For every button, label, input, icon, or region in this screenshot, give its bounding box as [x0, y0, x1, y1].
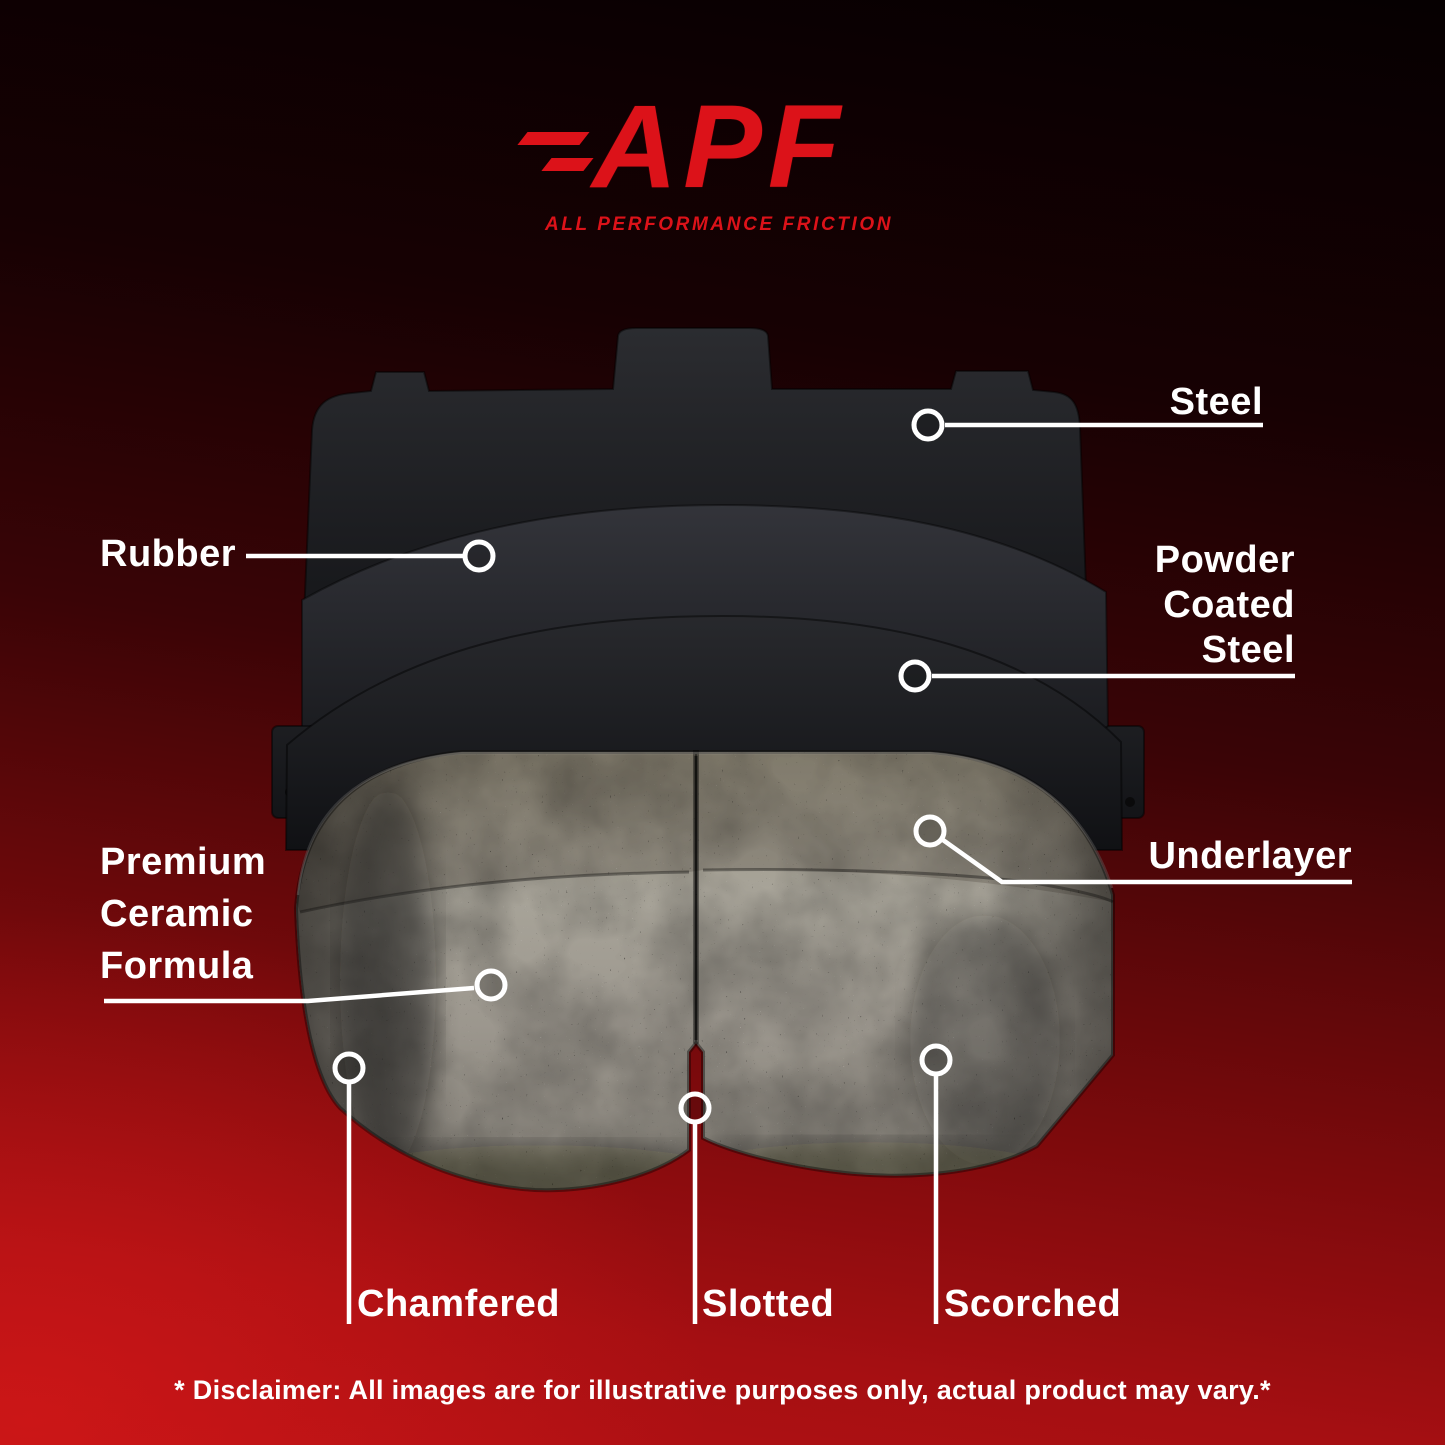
chamfered-callout-marker-icon [332, 1051, 366, 1085]
scorched-callout-marker-icon [919, 1043, 953, 1077]
rubber-label: Rubber [100, 533, 236, 575]
callout-lines [104, 422, 1352, 1324]
premium-ceramic-formula-label-line3: Formula [100, 945, 254, 987]
underlayer-band [296, 750, 1113, 912]
underlayer-label: Underlayer [1148, 835, 1352, 877]
chamfered-label: Chamfered [357, 1283, 560, 1325]
powder-coated-steel-label: Powder Coated Steel [1155, 538, 1295, 673]
callout-markers [332, 408, 953, 1125]
slotted-callout-marker-icon [678, 1091, 712, 1125]
apf-logo-mark-row: APF [516, 85, 846, 210]
underlayer-callout-line [941, 838, 1352, 885]
underlayer-callout-marker-icon [913, 814, 947, 848]
powder-coated-steel-callout-marker-icon [898, 659, 932, 693]
powder-coated-steel-label-line1: Powder [1154, 539, 1295, 581]
premium-ceramic-callout-line [104, 985, 475, 1004]
disclaimer-text: * Disclaimer: All images are for illustr… [174, 1375, 1271, 1405]
premium-ceramic-formula-label-line2: Ceramic [100, 893, 254, 935]
apf-logo-text: APF [592, 81, 847, 213]
ceramic-pad [294, 750, 1115, 1193]
premium-ceramic-formula-label-line1: Premium [100, 841, 267, 883]
premium-ceramic-callout-marker-icon [474, 968, 508, 1002]
slotted-label: Slotted [702, 1283, 835, 1325]
powder-coated-steel-label-line3: Steel [1201, 629, 1295, 671]
steel-label: Steel [1169, 381, 1263, 423]
rubber-callout-marker-icon [462, 539, 496, 573]
apf-logo: APF ALL PERFORMANCE FRICTION [516, 85, 894, 236]
rivet-hole-icon [1125, 797, 1135, 807]
powder-coated-steel-label-line2: Coated [1163, 584, 1295, 626]
apf-logo-tagline: ALL PERFORMANCE FRICTION [544, 213, 894, 235]
scorched-label: Scorched [944, 1283, 1122, 1325]
premium-ceramic-formula-label: Premium Ceramic Formula [100, 836, 266, 992]
steel-callout-marker-icon [911, 408, 945, 442]
